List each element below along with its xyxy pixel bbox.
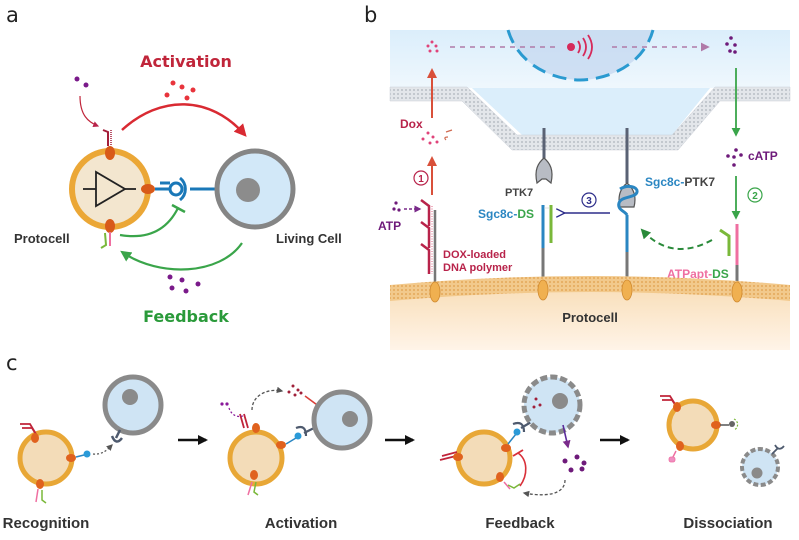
catp-label: cATP [748, 149, 778, 163]
atp-input-arrow [79, 95, 100, 128]
panel-a-label: a [6, 3, 19, 27]
catp-dots-b [726, 148, 743, 167]
inhibit-bar [171, 203, 186, 214]
step2-marker [747, 187, 763, 203]
step1-marker [413, 170, 429, 186]
drug-dots-a [164, 80, 196, 101]
stage-feedback [439, 374, 587, 498]
living-cell-a [214, 148, 296, 230]
stage-label-recognition: Recognition [3, 515, 90, 532]
membrane-anchors [429, 279, 743, 303]
sgc8c-ptk7-complex [617, 128, 639, 283]
atp-label: ATP [378, 219, 401, 233]
dox-polymer-label-1: DOX-loaded [443, 249, 506, 261]
stage-dissociation [660, 395, 785, 487]
atpapt-ds-label: ATPapt-DS [667, 267, 729, 281]
ptk7-receptor [535, 128, 553, 185]
activation-arrow [121, 103, 247, 137]
signal-icon [567, 43, 575, 51]
lipid-bilayer-protocell [390, 276, 790, 301]
amplifier-icon [83, 170, 136, 208]
panel-c-label: c [6, 351, 18, 375]
svg-text:2: 2 [752, 191, 758, 202]
catp-dots-a [167, 274, 201, 294]
stage-activation [220, 384, 373, 496]
living-cell-membrane-b [506, 29, 655, 82]
atp-dots-a [74, 76, 89, 88]
panel-b-label: b [364, 3, 377, 27]
living-cell-label: Living Cell [276, 231, 342, 246]
dox-dots-top [426, 40, 439, 53]
svg-text:1: 1 [418, 174, 424, 185]
stage-label-activation: Activation [265, 515, 338, 532]
stage-recognition [17, 374, 164, 504]
atp-dots-b [392, 201, 401, 212]
feedback-title: Feedback [143, 307, 229, 326]
dox-loaded-dna-polymer [420, 199, 437, 283]
protocell-label-b: Protocell [562, 310, 618, 325]
protocell-label-a: Protocell [14, 231, 70, 246]
feedback-arrow [120, 242, 243, 271]
protocell-a [69, 129, 155, 249]
catp-dots-top [725, 36, 737, 54]
feedback-inhibit-line [119, 207, 179, 238]
dox-dots-mid [421, 131, 439, 145]
lipid-bilayer-living [389, 86, 791, 151]
svg-text:3: 3 [586, 196, 592, 207]
dox-polymer-label-2: DNA polymer [443, 262, 513, 274]
stage-label-feedback: Feedback [485, 515, 555, 532]
protocell-body-b [390, 280, 790, 350]
dox-label: Dox [400, 117, 423, 131]
panel-b: Dox 1 ATP DOX-loaded DNA polymer P [378, 29, 791, 350]
step3-marker [581, 192, 597, 208]
sgc8c-ptk7-label: Sgc8c-PTK7 [645, 175, 715, 189]
sgc8c-ds-label: Sgc8c-DS [478, 207, 534, 221]
receptor-link-a [155, 176, 219, 202]
stage-label-dissociation: Dissociation [683, 515, 772, 532]
ptk7-label: PTK7 [505, 187, 533, 199]
activation-title: Activation [140, 52, 232, 71]
